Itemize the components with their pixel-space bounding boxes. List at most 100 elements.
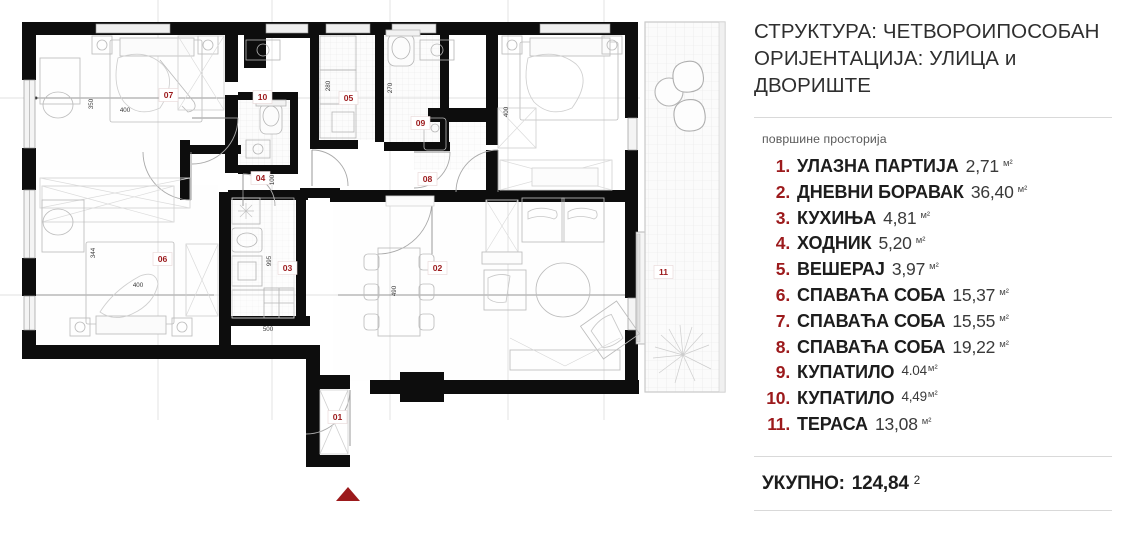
- furniture-kitchen-03: [231, 197, 295, 319]
- room-area-unit: м²: [915, 235, 926, 247]
- nightstand-08-left: [501, 35, 523, 55]
- room-area-unit: м²: [927, 389, 938, 401]
- room-area-value: 15,37: [952, 284, 996, 305]
- room-area-unit: м²: [999, 338, 1009, 350]
- room-marker-box: [427, 261, 448, 275]
- room-marker-label: 08: [423, 174, 433, 184]
- desk-06: [41, 199, 85, 253]
- room-index: 7.: [775, 310, 790, 331]
- dining-chair: [363, 283, 380, 301]
- dimension-label: 280: [325, 80, 332, 91]
- room-area-unit: м²: [999, 286, 1009, 298]
- room-name: КУПАТИЛО: [797, 362, 895, 383]
- room-marker-02: 02: [427, 261, 448, 275]
- room-area-unit: м²: [999, 312, 1009, 324]
- room-index: 3.: [775, 207, 790, 228]
- room-area-value: 4.04: [901, 363, 927, 379]
- nightstand-08-right: [601, 35, 623, 55]
- areas-subtitle: површине просторија: [762, 132, 887, 146]
- room-name: ВЕШЕРАЈ: [797, 259, 885, 280]
- dining-chair: [418, 313, 435, 331]
- chair-06: [42, 208, 74, 236]
- room-area-value: 13,08: [874, 413, 918, 434]
- room-marker-label: 01: [333, 412, 343, 422]
- room-marker-box: [152, 252, 173, 266]
- sofa-02a: [521, 197, 565, 243]
- dining-table-02: [377, 247, 421, 337]
- armchair-02: [483, 269, 527, 311]
- header-divider: [754, 117, 1112, 118]
- room-index: 4.: [775, 233, 790, 254]
- dimension-label: 500: [263, 326, 274, 333]
- room-marker-label: 03: [283, 263, 293, 273]
- room-area-unit: м²: [927, 363, 938, 375]
- desk-07: [39, 57, 81, 105]
- total-row: УКУПНО: 124,84 2: [754, 457, 1118, 510]
- furniture-laundry-05: [319, 35, 357, 139]
- sink-10: [245, 39, 281, 61]
- total-section: УКУПНО: 124,84 2: [754, 455, 1118, 511]
- planter-organic-2: [673, 99, 706, 132]
- room-marker-label: 05: [344, 93, 354, 103]
- windows: [23, 23, 646, 345]
- room-marker-box: [417, 172, 438, 186]
- room-marker-label: 06: [158, 254, 168, 264]
- room-area-unit: м²: [920, 209, 931, 221]
- headboard-06: [95, 315, 167, 335]
- terrace-details: [644, 21, 726, 393]
- room-area-unit: м²: [921, 415, 932, 427]
- wardrobe-08: [497, 107, 537, 149]
- dining-chair: [363, 313, 380, 331]
- room-area-value: 4,49: [901, 389, 927, 405]
- room-marker-label: 07: [164, 90, 174, 100]
- armchair-02b: [579, 300, 641, 360]
- room-index: 6.: [775, 284, 790, 305]
- room-name: СПАВАЋА СОБА: [797, 336, 946, 357]
- room-name: ДНЕВНИ БОРАВАК: [797, 181, 964, 202]
- terrace-sliding-door: [636, 233, 641, 343]
- entrance-arrow-icon: [336, 487, 360, 501]
- sink-09: [419, 39, 455, 61]
- terrace-plant: [652, 324, 712, 384]
- room-marker-box: [653, 265, 674, 279]
- room-marker-label: 02: [433, 263, 443, 273]
- room-area-unit: м²: [1017, 183, 1028, 195]
- room-marker-box: [327, 410, 348, 424]
- dimension-label: 400: [120, 107, 131, 114]
- room-marker-10: 10: [252, 90, 273, 104]
- room-index: 8.: [775, 336, 790, 357]
- room-index: 9.: [775, 362, 790, 383]
- room-marker-box: [250, 171, 271, 185]
- room-marker-08: 08: [417, 172, 438, 186]
- headboard-07: [119, 37, 195, 57]
- room-name: КУПАТИЛО: [797, 388, 895, 409]
- room-area-value: 36,40: [970, 181, 1014, 202]
- sideboard-02: [509, 349, 621, 371]
- room-name: ХОДНИК: [797, 233, 872, 254]
- headboard-08: [529, 37, 611, 57]
- planter-organic-1: [672, 60, 705, 93]
- dining-chair: [418, 283, 435, 301]
- room-index: 10.: [766, 388, 790, 409]
- room-marker-01: 01: [327, 410, 348, 424]
- chair-07: [42, 91, 74, 119]
- room-area-value: 5,20: [878, 233, 912, 254]
- room-area-unit: м²: [929, 261, 939, 273]
- room-area-value: 19,22: [952, 336, 996, 357]
- total-superscript: 2: [913, 474, 920, 487]
- dimension-label: 400: [133, 282, 144, 289]
- total-value: 124,84: [851, 472, 909, 494]
- room-marker-11: 11: [653, 265, 674, 279]
- room-marker-03: 03: [277, 261, 298, 275]
